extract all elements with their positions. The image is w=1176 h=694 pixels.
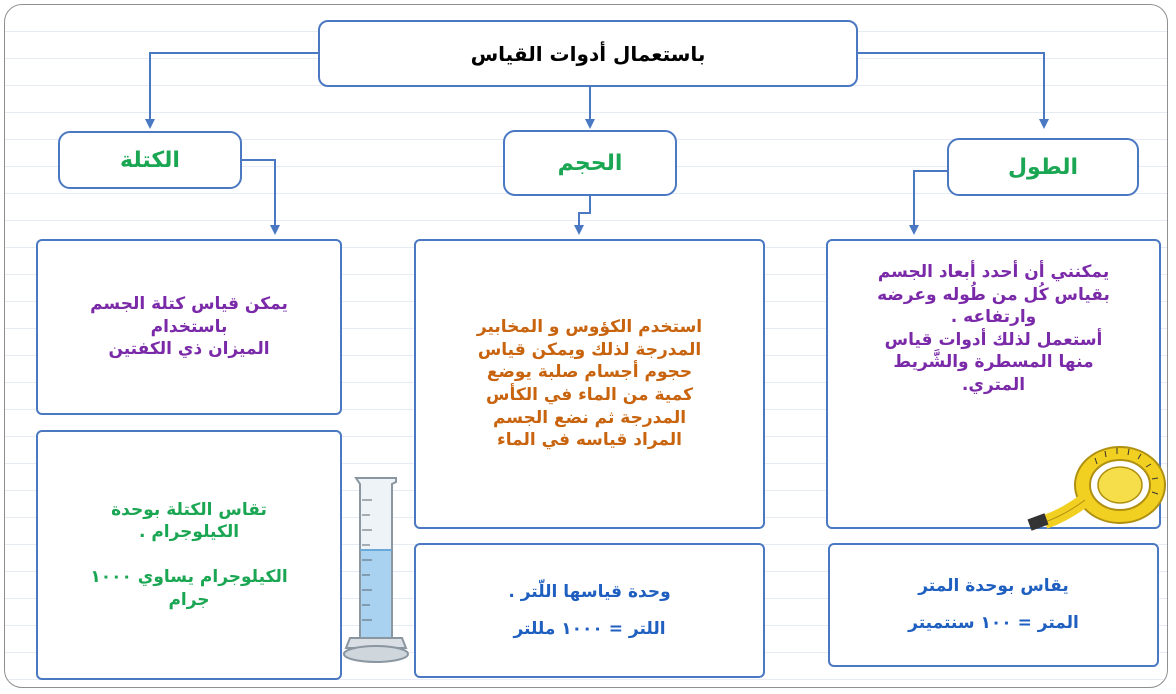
- volume-desc-line: المراد قياسه في الماء: [497, 430, 682, 451]
- mass-desc-line: الميزان ذي الكفتين: [108, 339, 270, 360]
- volume-desc-line: كمية من الماء في الكأس: [486, 385, 693, 405]
- mass-desc-line: يمكن قياس كتلة الجسم: [90, 294, 288, 315]
- heading-mass: الكتلة: [120, 147, 180, 173]
- mass-unit-line: الكيلوجرام .: [138, 522, 240, 543]
- length-desc-line: منها المسطرة والشَّريط: [893, 352, 1094, 373]
- length-desc-line: بقياس كُل من طُوله وعرضه: [877, 284, 1110, 305]
- title-box: باستعمال أدوات القياس: [318, 20, 858, 87]
- length-unit-box: يقاس بوحدة المتر المتر = ١٠٠ سنتميتر: [828, 543, 1159, 667]
- length-desc-line: وارتفاعه .: [950, 307, 1037, 328]
- volume-description-box: استخدم الكؤوس و المخابير المدرجة لذلك وي…: [414, 239, 765, 529]
- heading-volume-box: الحجم: [503, 130, 677, 196]
- mass-unit-line: جرام: [168, 589, 210, 610]
- heading-mass-box: الكتلة: [58, 131, 242, 189]
- arrow-volume-to-desc: [574, 196, 591, 235]
- page-title: باستعمال أدوات القياس: [470, 41, 706, 66]
- heading-length: الطول: [1007, 154, 1079, 180]
- arrow-title-to-mass: [145, 52, 318, 129]
- graduated-cylinder-icon: [343, 477, 409, 663]
- mass-unit-line: الكيلوجرام يساوي ١٠٠٠: [90, 567, 288, 587]
- mass-unit-line: تقاس الكتلة بوحدة: [111, 499, 267, 520]
- heading-length-box: الطول: [947, 138, 1139, 196]
- arrow-title-to-length: [858, 52, 1049, 129]
- volume-desc-line: استخدم الكؤوس و المخابير: [476, 317, 703, 338]
- volume-desc-line: حجوم أجسام صلبة يوضع: [486, 362, 693, 383]
- mass-unit-box: تقاس الكتلة بوحدة الكيلوجرام . الكيلوجرا…: [36, 430, 342, 680]
- arrow-mass-to-desc: [242, 159, 280, 235]
- mass-description-box: يمكن قياس كتلة الجسم باستخدام الميزان ذي…: [36, 239, 342, 415]
- measuring-tape-icon: [1027, 446, 1166, 531]
- length-unit-line: المتر = ١٠٠ سنتميتر: [908, 613, 1079, 633]
- volume-unit-line: وحدة قياسها اللّتر .: [508, 581, 671, 602]
- length-desc-line: أستعمل لذلك أدوات قياس: [884, 329, 1103, 350]
- volume-unit-box: وحدة قياسها اللّتر . اللتر = ١٠٠٠ مللتر: [414, 543, 765, 678]
- volume-desc-line: المدرجة ثم نضع الجسم: [492, 407, 687, 428]
- heading-volume: الحجم: [557, 150, 623, 176]
- length-desc-line: المتري.: [961, 375, 1026, 396]
- arrow-length-to-desc: [909, 170, 947, 235]
- mass-desc-line: باستخدام: [150, 316, 228, 337]
- length-desc-line: يمكنني أن أحدد أبعاد الجسم: [877, 262, 1110, 282]
- volume-desc-line: المدرجة لذلك ويمكن قياس: [477, 339, 702, 360]
- volume-unit-line: اللتر = ١٠٠٠ مللتر: [513, 618, 666, 639]
- length-unit-line: يقاس بوحدة المتر: [918, 576, 1069, 597]
